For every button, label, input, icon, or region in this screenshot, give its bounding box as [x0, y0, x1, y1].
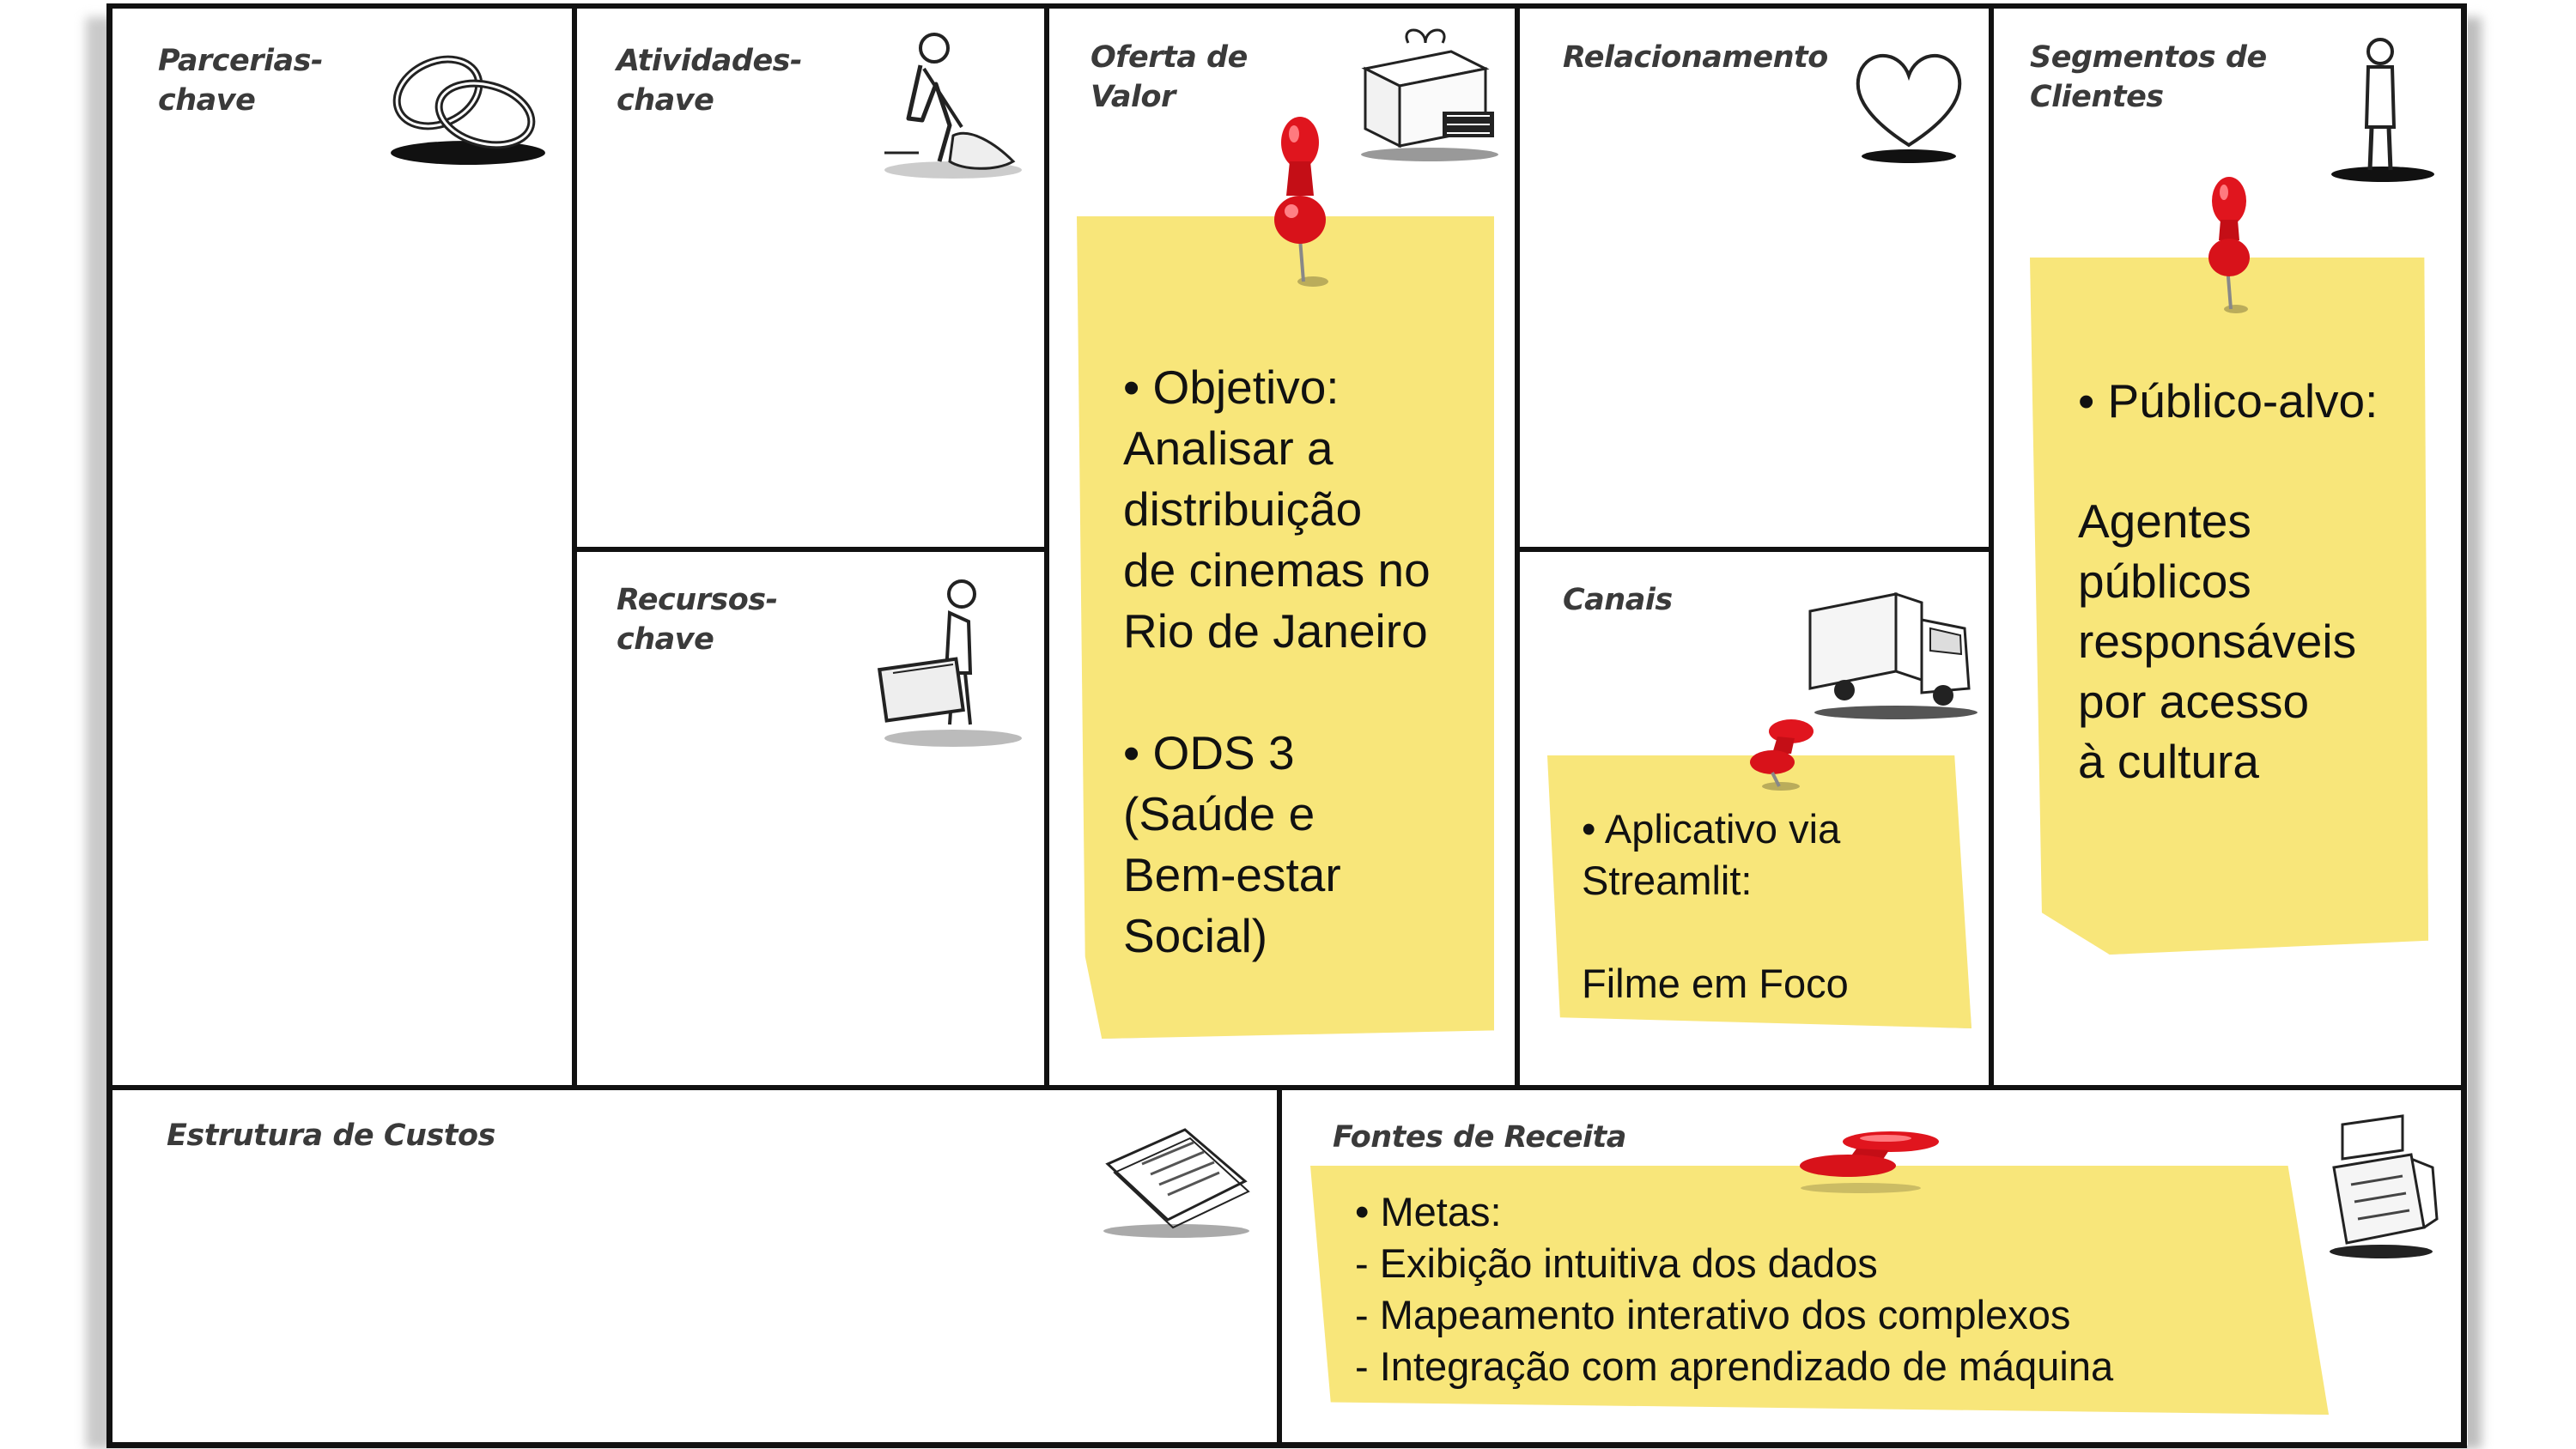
- block-title-cost-structure: Estrutura de Custos: [167, 1119, 495, 1153]
- note-text-value-proposition: • Objetivo: Analisar a distribuição de c…: [1123, 361, 1431, 962]
- heart-icon: [1856, 53, 1962, 163]
- sticky-note-value-proposition: • Objetivo: Analisar a distribuição de c…: [1077, 216, 1494, 1039]
- divider-v1: [572, 3, 577, 1088]
- truck-icon: [1808, 591, 1978, 719]
- note-text-customer-segments: • Público-alvo: Agentes públicos respons…: [2078, 374, 2379, 788]
- linked-rings-icon: [391, 55, 545, 165]
- frame-left-line: [106, 3, 112, 1448]
- person-with-box-icon: [877, 579, 1022, 747]
- standing-person-icon: [2331, 38, 2434, 182]
- divider-v4: [1989, 3, 1994, 1088]
- frame-top-line: [108, 3, 2466, 9]
- worker-icon: [884, 33, 1022, 179]
- paper-stack-icon: [1103, 1128, 1250, 1238]
- sticky-note-revenue-streams: • Metas: - Exibição intuitiva dos dados …: [1310, 1166, 2329, 1415]
- block-title-value-proposition: Oferta de Valor: [1091, 40, 1248, 114]
- divider-relationship-channels: [1515, 547, 1992, 552]
- block-title-channels: Canais: [1563, 583, 1673, 617]
- divider-v3: [1515, 3, 1520, 1088]
- frame-bottom-line: [108, 1442, 2466, 1448]
- frame-right-line: [2461, 3, 2467, 1448]
- block-title-customer-segments: Segmentos de Clientes: [2030, 40, 2267, 114]
- sticky-note-customer-segments: • Público-alvo: Agentes públicos respons…: [2030, 258, 2428, 955]
- upper-lower-divider: [106, 1085, 2467, 1090]
- block-title-key-activities: Atividades- chave: [617, 44, 803, 118]
- block-title-customer-relationships: Relacionamento: [1563, 40, 1828, 75]
- divider-activities-resources: [572, 547, 1049, 552]
- pushpin-icon: [2208, 177, 2250, 313]
- divider-bottom-v: [1277, 1087, 1282, 1447]
- pushpin-icon: [1750, 719, 1814, 791]
- pushpin-icon: [1800, 1131, 1939, 1193]
- divider-v2: [1044, 3, 1049, 1088]
- block-title-key-resources: Recursos- chave: [617, 583, 778, 657]
- block-title-revenue-streams: Fontes de Receita: [1333, 1120, 1626, 1155]
- pushpin-icon: [1274, 117, 1328, 287]
- block-title-key-partners: Parcerias- chave: [158, 44, 324, 118]
- cash-register-icon: [2330, 1114, 2439, 1258]
- note-text-channels: • Aplicativo via Streamlit: Filme em Foc…: [1582, 806, 1849, 1006]
- gift-box-icon: [1361, 28, 1498, 161]
- note-text-revenue-streams: • Metas: - Exibição intuitiva dos dados …: [1355, 1189, 2114, 1389]
- sticky-note-channels: • Aplicativo via Streamlit: Filme em Foc…: [1547, 755, 1971, 1028]
